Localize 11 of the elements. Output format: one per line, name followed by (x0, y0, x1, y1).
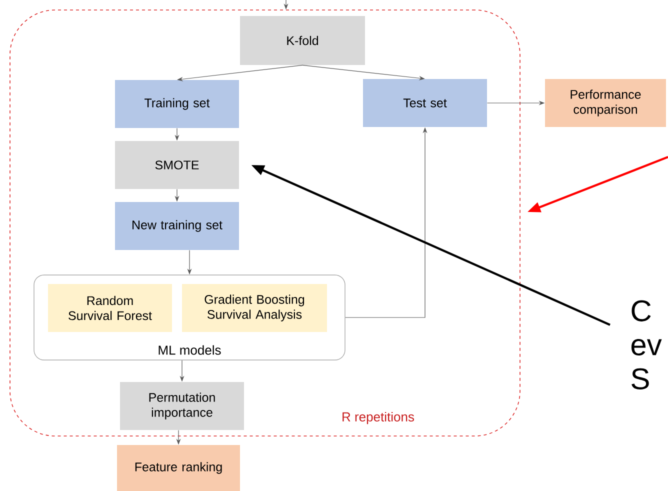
process-box: Test set (363, 79, 487, 127)
process-box: Feature ranking (117, 445, 240, 491)
process-box: K-fold (240, 16, 365, 65)
process-box: New training set (115, 202, 239, 250)
process-box: SMOTE (115, 141, 239, 189)
process-box: Performance comparison (545, 79, 666, 127)
process-box: Training set (115, 80, 239, 128)
callout-text: C ev S (631, 300, 662, 390)
process-box: Random Survival Forest (48, 284, 172, 332)
process-box: Gradient Boosting Survival Analysis (182, 284, 327, 332)
process-box: Permutation importance (120, 382, 244, 430)
